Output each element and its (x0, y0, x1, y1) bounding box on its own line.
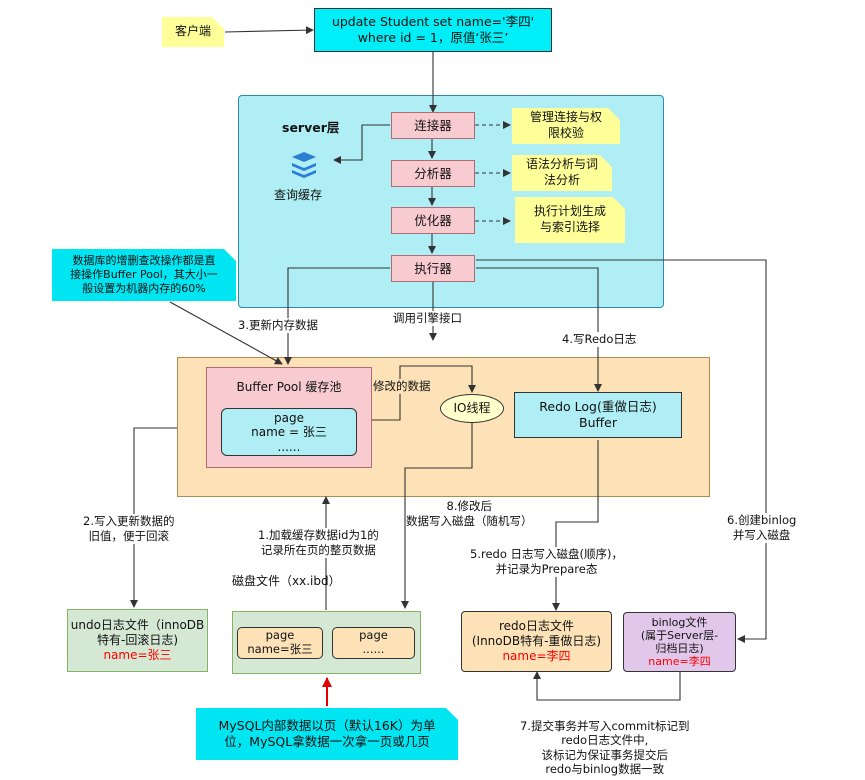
undo-log-box: undo日志文件（innoDB 特有-回滚日志) name=张三 (67, 609, 208, 672)
connector-box: 连接器 (391, 112, 475, 139)
step-1-label: 1.加载缓存数据id为1的 记录所在页的整页数据 (258, 528, 379, 558)
modified-data-label: 修改的数据 (373, 379, 431, 394)
disk-file-title: 磁盘文件（xx.ibd） (232, 574, 341, 588)
step-7-label: 7.提交事务并写入commit标记到 redo日志文件中, 该标记为保证事务提交… (520, 719, 690, 777)
query-cache-icon (286, 151, 322, 181)
redo-log-file-box: redo日志文件 (InnoDB特有-重做日志) name=李四 (461, 611, 612, 672)
analyzer-box: 分析器 (391, 160, 475, 187)
undo-value: name=张三 (103, 648, 172, 662)
connector-note: 管理连接与权 限校验 (512, 108, 620, 144)
step-6-label: 6.创建binlog 并写入磁盘 (727, 513, 797, 543)
disk-page-2: page ...... (332, 627, 415, 659)
binlog-value: name=李四 (648, 655, 711, 669)
binlog-file-box: binlog文件 (属于Server层- 归档日志) name=李四 (623, 612, 736, 672)
client-note: 客户端 (162, 17, 224, 47)
sql-line-2: where id = 1，原值‘张三’ (357, 30, 509, 45)
engine-call-label: 调用引擎接口 (393, 311, 462, 326)
optimizer-label: 优化器 (414, 212, 452, 228)
executor-box: 执行器 (391, 255, 475, 282)
disk-file-box: page name=张三 page ...... (232, 611, 421, 674)
sql-statement-box: update Student set name='李四' where id = … (314, 8, 552, 52)
optimizer-note: 执行计划生成 与索引选择 (515, 197, 625, 243)
query-cache-label: 查询缓存 (274, 188, 323, 202)
server-layer-title: server层 (282, 120, 340, 135)
redo-log-buffer-box: Redo Log(重做日志) Buffer (514, 392, 682, 438)
optimizer-box: 优化器 (391, 207, 475, 234)
step-2-label: 2.写入更新数据的 旧值，便于回滚 (83, 514, 175, 544)
step-4-label: 4.写Redo日志 (562, 332, 637, 347)
disk-page-1: page name=张三 (237, 627, 323, 659)
step-5-label: 5.redo 日志写入磁盘(顺序)， 并记录为Prepare态 (470, 547, 623, 577)
analyzer-label: 分析器 (414, 165, 452, 181)
io-thread: IO线程 (440, 394, 504, 423)
mysql-page-note: MySQL内部数据以页（默认16K）为单 位，MySQL拿数据一次拿一页或几页 (196, 708, 458, 760)
buffer-pool-note: 数据库的增删查改操作都是直 接操作Buffer Pool，其大小一 般设置为机器… (52, 249, 236, 301)
executor-label: 执行器 (414, 260, 452, 276)
buffer-pool-box: Buffer Pool 缓存池 page name = 张三 ...... (206, 367, 372, 468)
sql-line-1: update Student set name='李四' (331, 14, 535, 30)
redo-value: name=李四 (502, 649, 571, 663)
client-label: 客户端 (174, 24, 211, 39)
analyzer-note: 语法分析与词 法分析 (512, 155, 612, 191)
buffer-pool-title: Buffer Pool 缓存池 (236, 380, 342, 394)
buffer-pool-page: page name = 张三 ...... (221, 408, 357, 456)
step-8-label: 8.修改后 数据写入磁盘（随机写） (406, 499, 533, 529)
step-3-label: 3.更新内存数据 (238, 318, 318, 333)
connector-label: 连接器 (414, 117, 452, 133)
